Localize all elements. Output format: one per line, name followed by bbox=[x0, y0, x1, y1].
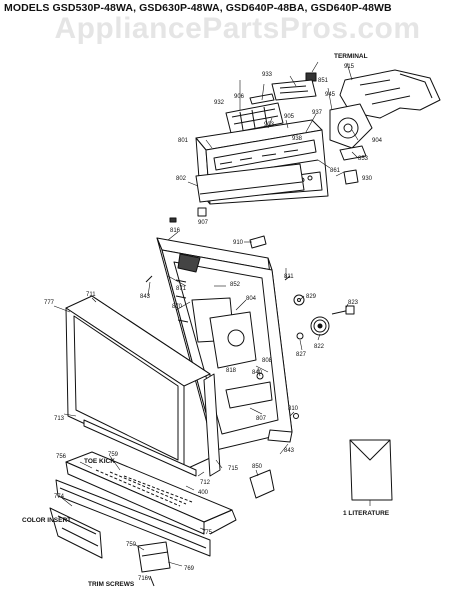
part-number: 759 bbox=[108, 452, 119, 458]
toe-kick-panel bbox=[55, 451, 237, 557]
timer-904 bbox=[329, 103, 373, 161]
label-terminal: TERMINAL bbox=[334, 53, 368, 60]
screw-716 bbox=[149, 575, 155, 587]
part-number: 802 bbox=[176, 176, 187, 182]
inner-door-frame bbox=[156, 237, 293, 451]
part-number: 823 bbox=[348, 300, 359, 306]
part-number: 769 bbox=[184, 566, 195, 572]
part-number: 808 bbox=[262, 358, 273, 364]
part-number: 853 bbox=[358, 156, 369, 162]
outer-door-panel bbox=[65, 295, 211, 471]
callout-labels: TERMINAL TOE KICK 1 LITERATURE COLOR INS… bbox=[22, 53, 390, 588]
bottom-trim-strip bbox=[83, 419, 197, 477]
switch-block-933 bbox=[271, 79, 317, 101]
part-number: 750 bbox=[126, 542, 137, 548]
part-number: 871 bbox=[176, 286, 187, 292]
wire-harness bbox=[305, 69, 441, 119]
diagram-title: MODELS GSD530P-48WA, GSD630P-48WA, GSD64… bbox=[4, 2, 392, 14]
part-number: 904 bbox=[372, 138, 383, 144]
clip-907 bbox=[197, 207, 207, 217]
part-number: 945 bbox=[325, 92, 336, 98]
screw-811 bbox=[284, 275, 291, 281]
screw-843 bbox=[145, 275, 153, 283]
part-number: 711 bbox=[86, 292, 96, 298]
color-insert-hatching bbox=[57, 515, 99, 547]
fastener-829 bbox=[293, 294, 305, 306]
part-number: 775 bbox=[202, 530, 213, 536]
door-side-channel bbox=[203, 373, 221, 477]
part-number: 907 bbox=[198, 220, 209, 226]
part-number-labels: 915 933 851 932 906 945 903 905 937 938 … bbox=[44, 64, 383, 582]
part-number: 774 bbox=[54, 494, 65, 500]
part-number: 818 bbox=[226, 368, 237, 374]
part-number: 852 bbox=[230, 282, 241, 288]
part-number: 850 bbox=[252, 464, 263, 470]
part-number: 829 bbox=[306, 294, 317, 300]
part-number: 804 bbox=[246, 296, 257, 302]
literature-envelope bbox=[349, 439, 393, 501]
part-number: 827 bbox=[296, 352, 307, 358]
part-850 bbox=[249, 469, 275, 499]
part-number: 938 bbox=[292, 136, 303, 142]
color-insert-panel bbox=[49, 507, 103, 559]
part-910 bbox=[249, 235, 267, 249]
part-number: 915 bbox=[344, 64, 355, 70]
part-number: 840 bbox=[252, 370, 263, 376]
part-930 bbox=[343, 169, 359, 185]
part-number: 822 bbox=[314, 344, 325, 350]
gear-822 bbox=[310, 316, 330, 336]
part-number: 910 bbox=[233, 240, 244, 246]
bolt-823 bbox=[331, 305, 355, 315]
part-number: 861 bbox=[330, 168, 341, 174]
part-827 bbox=[296, 332, 304, 340]
part-number: 930 bbox=[362, 176, 373, 182]
part-number: 400 bbox=[198, 490, 209, 496]
part-number: 932 bbox=[214, 100, 225, 106]
label-toe-kick: TOE KICK bbox=[84, 458, 115, 465]
part-number: 713 bbox=[54, 416, 65, 422]
part-number: 903 bbox=[264, 122, 275, 128]
label-trim-screws: TRIM SCREWS bbox=[88, 581, 135, 588]
part-number: 811 bbox=[284, 274, 294, 280]
part-number: 712 bbox=[200, 480, 211, 486]
part-number: 810 bbox=[288, 406, 299, 412]
part-number: 905 bbox=[284, 114, 295, 120]
part-number: 801 bbox=[178, 138, 189, 144]
part-number: 851 bbox=[318, 78, 329, 84]
screw-810 bbox=[293, 413, 299, 419]
part-number: 715 bbox=[228, 466, 239, 472]
part-number: 906 bbox=[234, 94, 245, 100]
screw-small bbox=[169, 217, 177, 223]
bracket-760 bbox=[137, 541, 171, 573]
part-number: 843 bbox=[140, 294, 151, 300]
part-number: 777 bbox=[44, 300, 55, 306]
part-number: 816 bbox=[170, 228, 181, 234]
leader-lines bbox=[53, 61, 371, 581]
label-color-insert: COLOR INSERT bbox=[22, 517, 71, 524]
part-number: 756 bbox=[56, 454, 67, 460]
part-number: 843 bbox=[284, 448, 295, 454]
part-number: 807 bbox=[256, 416, 267, 422]
part-number: 937 bbox=[312, 110, 323, 116]
watermark: AppliancePartsPros.com bbox=[54, 12, 421, 45]
label-literature: 1 LITERATURE bbox=[343, 510, 390, 517]
part-number: 716 bbox=[138, 576, 149, 582]
part-number: 933 bbox=[262, 72, 273, 78]
part-number: 870 bbox=[172, 304, 183, 310]
panel-insert-802 bbox=[195, 163, 305, 203]
